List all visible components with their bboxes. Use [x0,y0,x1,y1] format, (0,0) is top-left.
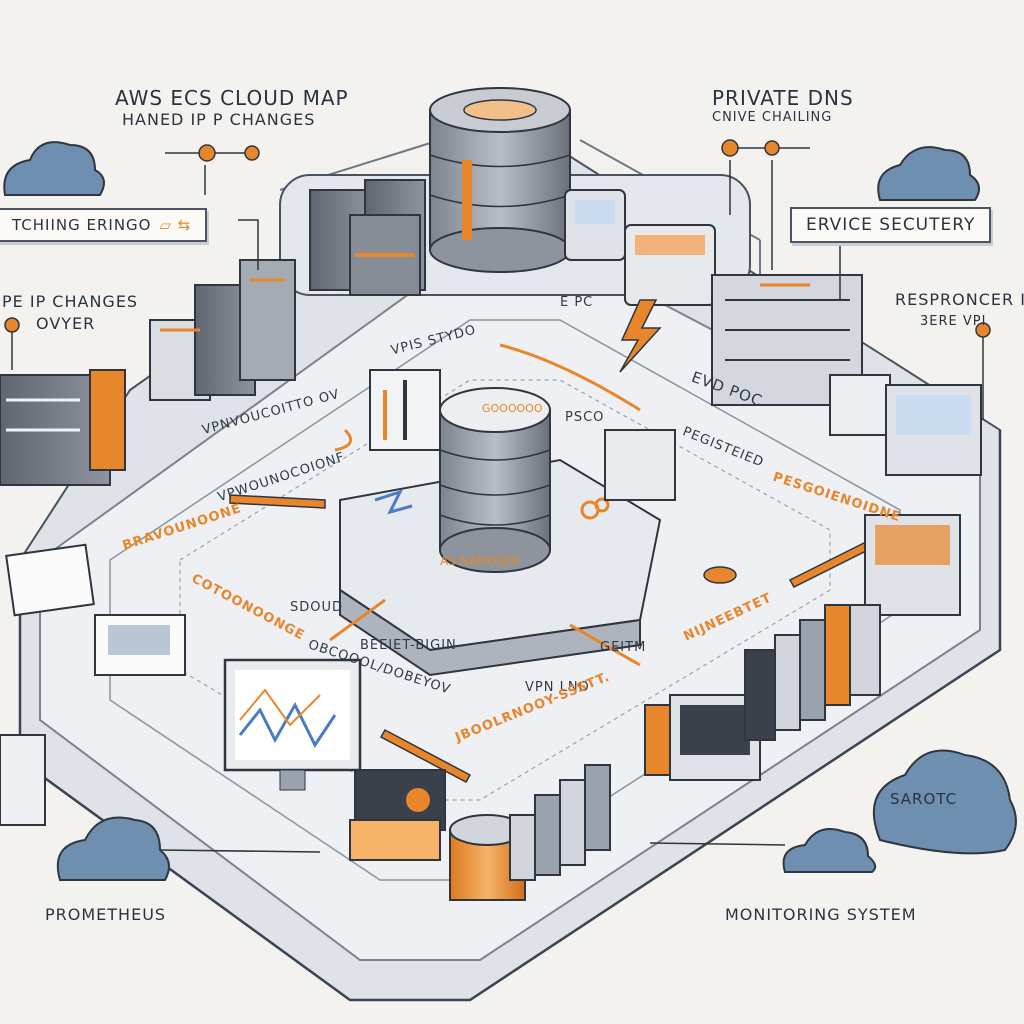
service-security-box: ERVICE SECUTERY [790,207,992,243]
pe-ip-changes-label: PE IP CHANGES [2,292,139,311]
server-rack-icon [0,179,426,486]
aws-ecs-cloud-map-label: AWS ECS CLOUD MAP [115,86,349,110]
callout-dots [4,139,991,338]
responcer-label: RESPRONCER IEI [895,290,1024,309]
cloud-right-label: SAROTC [890,790,958,808]
handed-ip-changes-label: HANED IP P CHANGES [122,110,316,129]
serb-vp-label: 3ERE VPI [920,314,987,329]
central-database-icon [339,387,662,677]
vpn-line-label: VPN LNO [525,680,590,695]
service-security-label: ERVICE SECUTERY [806,215,976,235]
prometheus-label: PROMETHEUS [45,905,167,924]
scitm-label: GEITM [600,640,647,655]
sdoud-label: SDOUD [290,600,344,615]
top-database-icon [429,87,571,273]
server-rack-icon [564,189,982,476]
panel-icon [369,369,961,616]
monitor-icon [223,658,362,791]
cnive-challing-label: CNIVE CHAILING [712,110,833,125]
e-pc-label: E PC [560,295,594,310]
lightning-icon [619,299,662,373]
cylinder-top-label: GOOOOOO [482,402,543,415]
pen-icon [229,494,886,784]
ps-label: PSCO [565,410,605,425]
chining-erings-label: TCHIING ERINGO [12,216,152,234]
monitoring-system-label: MONITORING SYSTEM [725,905,917,924]
service-region-label: BEEIET-BIGIN [360,638,457,653]
chining-erings-box: TCHIING ERINGO ▱ ⇆ [0,208,208,242]
private-dns-label: PRIVATE DNS [712,86,854,110]
arrow-icon: ▱ ⇆ [159,216,192,234]
ovyer-label: OVYER [36,314,96,333]
cloud-icon [3,141,1017,881]
namespace-label: AS NAMOSDE [440,554,521,568]
server-rack-icon [349,604,881,901]
document-stack-icon [0,543,186,826]
